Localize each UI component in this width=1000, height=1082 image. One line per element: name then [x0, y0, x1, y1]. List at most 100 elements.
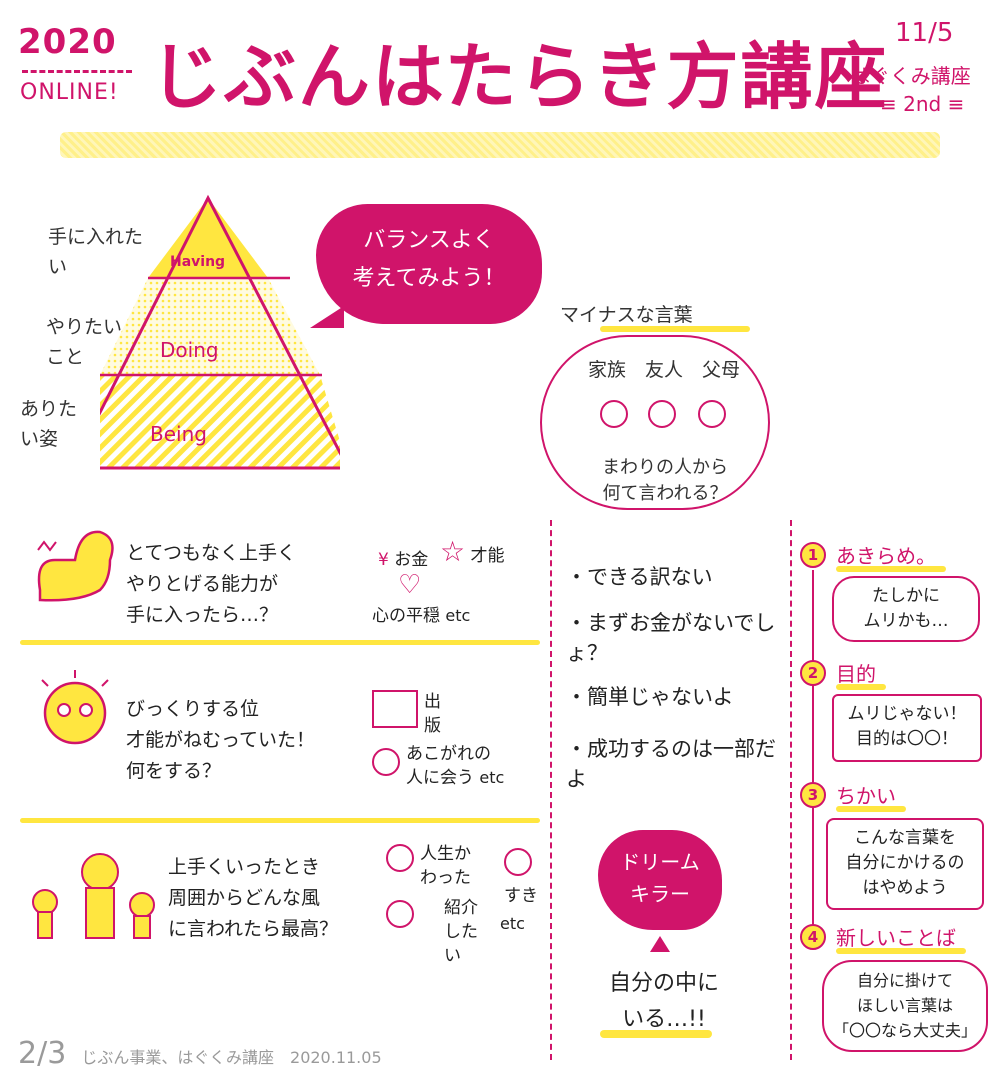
row1-line3: 手に入ったら…？: [126, 604, 279, 626]
dream-killer-cloud: ドリーム キラー: [598, 830, 722, 930]
minus-title-highlight: [600, 326, 750, 332]
page-title: じぶんはたらき方講座: [150, 35, 889, 119]
peace-item: 心の平穏 etc: [372, 606, 471, 626]
inside-line1: 自分の中に: [608, 971, 719, 996]
people-label: 家族 友人 父母: [588, 359, 741, 381]
row3-line1: 上手くいったとき: [168, 856, 321, 878]
surprised-face-icon: [386, 844, 414, 872]
step1-highlight: [836, 566, 946, 572]
row1-text: とてつもなく上手く やりとげる能力が 手に入ったら…？: [126, 538, 356, 631]
step3-box-line1: こんな言葉を: [854, 828, 956, 848]
title-highlight-band: [60, 132, 940, 158]
face-icon: [600, 400, 628, 428]
row2-etc: etc: [479, 768, 505, 787]
inside-line2: いる…!!: [622, 1007, 706, 1032]
minus-question-line2: 何て言われる？: [602, 483, 728, 504]
row2-line2: 才能がねむっていた！: [126, 729, 316, 751]
row3-line3: に言われたら最高？: [168, 918, 339, 940]
book-icon: [372, 690, 418, 728]
money-item: ¥ お金: [378, 550, 429, 570]
step4-box: 自分に掛けて ほしい言葉は 「〇〇なら大丈夫」: [822, 960, 988, 1052]
label-want-to-be: ありたい姿: [20, 398, 78, 450]
row-divider-1: [20, 640, 540, 645]
step2-box-line1: ムリじゃない！: [847, 704, 967, 724]
column-divider-2: [790, 520, 792, 1060]
smiling-face-icon: [386, 900, 414, 928]
column-divider-1: [550, 520, 552, 1060]
row1-line2: やりとげる能力が: [126, 573, 279, 595]
dream-line2: キラー: [630, 882, 690, 906]
step1-box: たしかに ムリかも…: [832, 576, 980, 642]
star-icon: ☆: [440, 535, 466, 568]
step3-number: 3: [800, 782, 826, 808]
heart-eyes-face-icon: [504, 848, 532, 876]
balance-bubble: バランスよく 考えてみよう！: [310, 204, 542, 328]
row3-text: 上手くいったとき 周囲からどんな風 に言われたら最高？: [168, 852, 368, 945]
step4-highlight: [836, 948, 966, 954]
step2-number: 2: [800, 660, 826, 686]
dream-line1: ドリーム: [620, 850, 700, 874]
row3-line2: 周囲からどんな風: [168, 887, 321, 909]
balance-line2: 考えてみよう！: [352, 266, 506, 291]
pyramid-being-level: [100, 375, 340, 468]
minus-question-line1: まわりの人から: [602, 457, 728, 478]
life-changed-label: 人生かわった: [420, 844, 471, 888]
step1-box-line2: ムリかも…: [863, 611, 949, 631]
step3-box-line2: 自分にかけるの: [845, 853, 965, 873]
step1-number: 1: [800, 542, 826, 568]
balance-line1: バランスよく: [363, 228, 495, 253]
page-number: 2/3: [18, 1036, 67, 1071]
like-label: すき: [504, 886, 538, 906]
level-doing: Doing: [160, 338, 219, 362]
person-face-icon: [372, 748, 400, 776]
minus-item-3: ・簡単じゃないよ: [566, 685, 734, 709]
minus-item-4: ・成功するのは一部だよ: [566, 737, 776, 791]
step3-box-line3: はやめよう: [862, 878, 948, 898]
step2-box-line2: 目的は〇〇！: [856, 729, 958, 749]
level-being: Being: [150, 422, 207, 446]
step3-highlight: [836, 806, 906, 812]
inside-yourself-text: 自分の中に いる…!!: [602, 966, 726, 1038]
header-edition: ≡ 2nd ≡: [880, 92, 965, 116]
heart-icon: ♡: [398, 570, 422, 600]
step4-box-line2: ほしい言葉は: [856, 996, 953, 1015]
step2-highlight: [836, 684, 886, 690]
minus-item-2: ・まずお金がないでしょ？: [566, 611, 776, 665]
step1-box-line1: たしかに: [872, 586, 940, 606]
face-child-icon: [698, 400, 726, 428]
talent-item: ☆ 才能: [440, 535, 505, 568]
header-subtitle: はぐくみ講座: [850, 64, 971, 88]
step4-box-line3: 「〇〇なら大丈夫」: [832, 1021, 977, 1040]
step4-title: 新しいことば: [836, 926, 956, 950]
idol-line2: 人に会う: [406, 768, 474, 788]
online-label: ONLINE!: [20, 80, 119, 105]
row-divider-2: [20, 818, 540, 823]
step4-box-line1: 自分に掛けて: [856, 971, 953, 990]
idol-label: あこがれの 人に会う etc: [406, 742, 504, 790]
step3-title: ちかい: [836, 784, 896, 808]
step1-title: あきらめ。: [836, 544, 936, 568]
introduce-label: 紹介したい: [444, 898, 478, 966]
publish-label: 出版: [424, 692, 441, 736]
pyramid-diagram: [100, 194, 340, 470]
label-want-to-have: 手に入れたい: [48, 226, 144, 278]
muscle-arm-icon: [37, 530, 114, 602]
up-arrow-icon: [650, 936, 670, 952]
header-date: 11/5: [895, 18, 954, 48]
step2-box: ムリじゃない！ 目的は〇〇！: [832, 694, 982, 762]
steps-arrow-line: [812, 570, 814, 925]
row3-etc: etc: [500, 914, 525, 933]
footer-caption: じぶん事業、はぐくみ講座 2020.11.05: [81, 1048, 382, 1067]
money-icon: ¥: [378, 550, 389, 570]
minus-item-1: ・できる訳ない: [566, 565, 713, 589]
step4-number: 4: [800, 924, 826, 950]
row2-line1: びっくりする位: [126, 698, 260, 720]
row1-line1: とてつもなく上手く: [126, 542, 297, 564]
row2-line3: 何をする？: [126, 760, 222, 782]
year-divider: [22, 70, 132, 73]
idol-line1: あこがれの: [406, 744, 491, 764]
label-want-to-do: やりたいこと: [46, 316, 123, 368]
level-having: Having: [170, 254, 226, 270]
year-label: 2020: [18, 22, 117, 62]
row2-text: びっくりする位 才能がねむっていた！ 何をする？: [126, 694, 366, 787]
